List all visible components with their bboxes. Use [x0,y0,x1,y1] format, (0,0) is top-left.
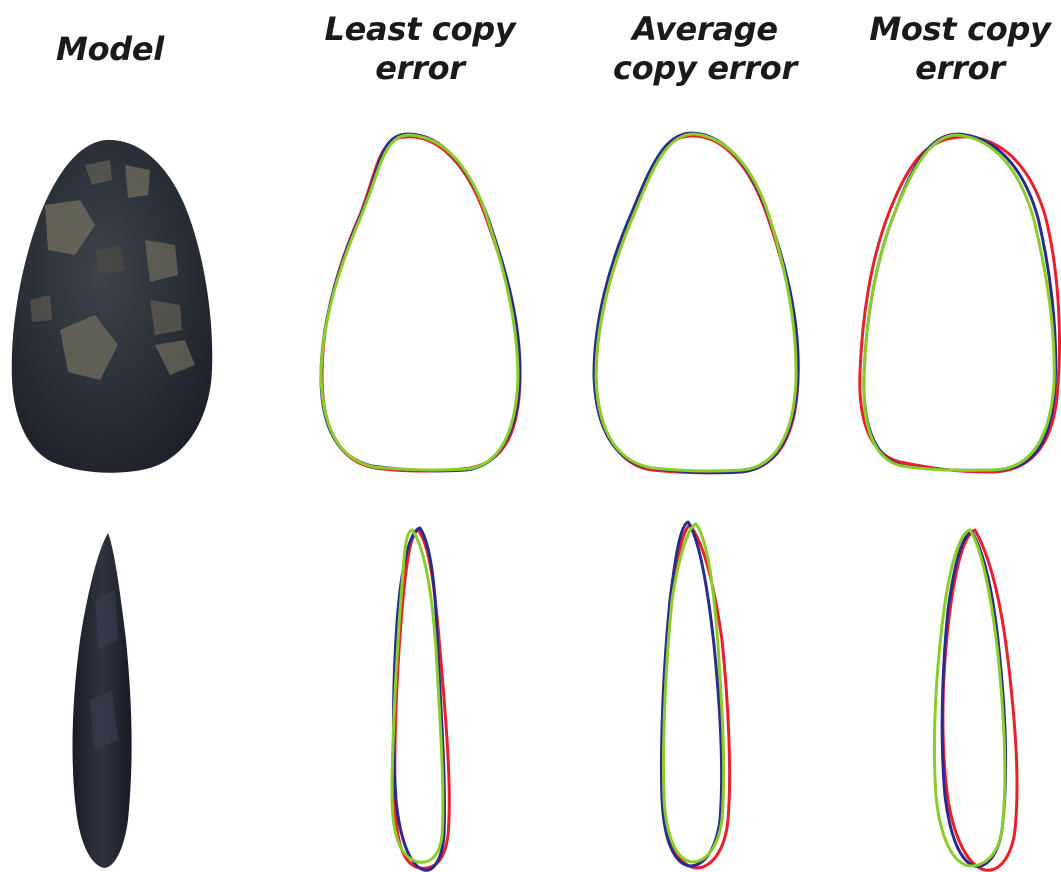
outline-blue [594,133,798,473]
outline-average-side [661,522,729,868]
model-plan-flake-scar [95,245,125,275]
model-plan-view-photo [12,140,213,473]
outline-average-plan [594,133,798,473]
outline-green [596,134,796,471]
model-plan-flake-scar [125,165,150,198]
outline-red [322,137,520,471]
outline-green [392,530,443,862]
outline-least-plan [321,134,520,471]
model-plan-flake-scar [150,300,182,335]
outline-blue [321,134,520,471]
outline-most-side [934,530,1017,870]
outline-red [860,137,1060,472]
outline-red [596,136,798,473]
model-plan-flake-scar [145,240,178,282]
outline-blue [661,522,721,866]
outline-least-side [392,528,449,870]
outline-blue [864,134,1056,470]
outline-green [321,135,518,470]
model-side-view-photo [73,533,132,868]
model-side-facet [95,590,118,650]
outline-most-plan [860,134,1060,472]
